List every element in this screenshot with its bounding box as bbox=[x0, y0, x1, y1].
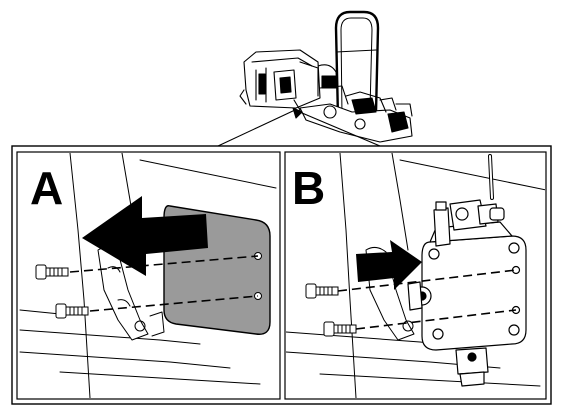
panel-b-bolt-upper bbox=[305, 283, 339, 299]
hydraulic-valve-block bbox=[407, 199, 527, 387]
panel-b: B bbox=[284, 151, 547, 400]
panel-b-alignment-lines bbox=[337, 269, 517, 330]
callout-lines bbox=[217, 109, 381, 147]
tractor-overview bbox=[239, 10, 413, 143]
detail-frame bbox=[11, 145, 552, 405]
panel-a-alignment-lines bbox=[69, 255, 259, 312]
panel-a-remove-arrow bbox=[82, 196, 208, 276]
panel-b-bolt-lower bbox=[323, 321, 357, 337]
panel-b-letter: B bbox=[292, 162, 325, 214]
panel-a: A bbox=[16, 151, 281, 400]
panel-b-install-arrow bbox=[356, 240, 422, 290]
panel-a-letter: A bbox=[30, 162, 63, 214]
panel-a-bolt-upper bbox=[35, 264, 69, 280]
panel-a-bolt-lower bbox=[55, 303, 89, 319]
